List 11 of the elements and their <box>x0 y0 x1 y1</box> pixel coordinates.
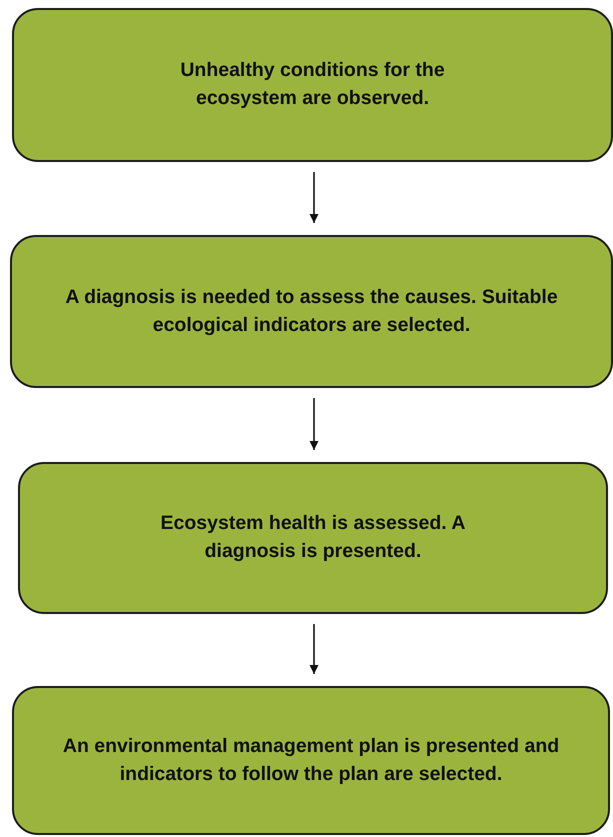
arrow <box>310 624 318 674</box>
process-box <box>10 235 613 388</box>
process-box <box>12 8 613 162</box>
process-box <box>18 462 608 614</box>
step-text: Unhealthy conditions for the ecosystem are observed. <box>179 58 446 111</box>
process-box <box>12 686 610 835</box>
step-text: A diagnosis is needed to assess the causes. Suitable ecological indicators are selected. <box>64 284 559 338</box>
arrow <box>310 398 318 450</box>
step-text: Ecosystem health is assessed. A diagnosis is presented. <box>160 511 466 564</box>
arrow <box>310 172 318 223</box>
step-text: An environmental management plan is presented and indicators to follow the plan are selected. <box>62 734 560 786</box>
